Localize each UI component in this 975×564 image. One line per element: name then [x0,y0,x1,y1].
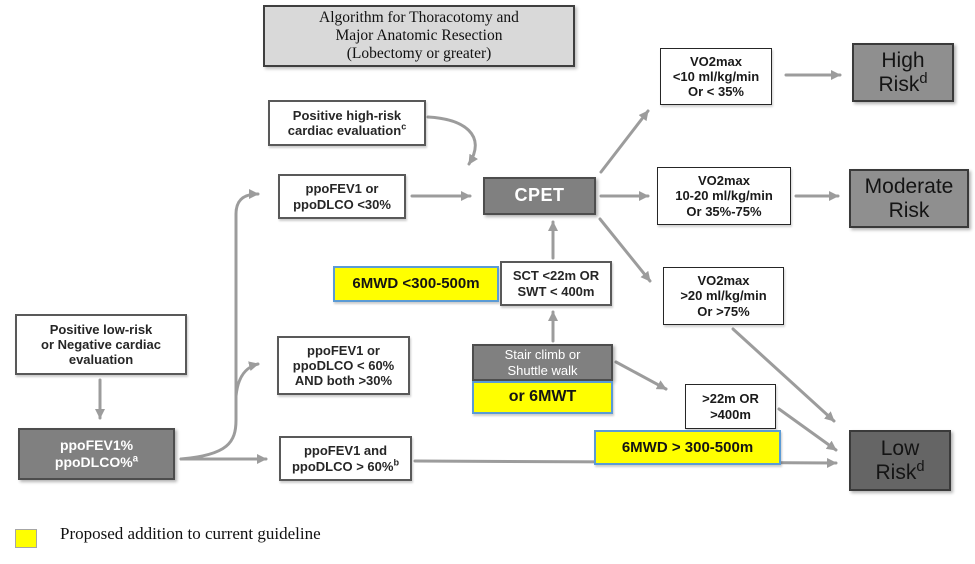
node-text: 6MWD <300-500m [352,275,480,293]
node-text: VO2max >20 ml/kg/min Or >75% [680,273,767,319]
node-sct-swt: SCT <22m OR SWT < 400m [500,261,612,306]
arrow-trunk-to-ppo6030 [234,361,260,398]
node-ppofev1-and-ppodlco-gt60: ppoFEV1 and ppoDLCO > 60%b [279,436,412,481]
footnote-sup-c: c [401,121,407,132]
node-text: Positive low-risk or Negative cardiac ev… [41,321,161,368]
node-text: VO2max 10-20 ml/kg/min Or 35%-75% [675,173,773,219]
node-ppofev1-or-ppodlco-lt60: ppoFEV1 or ppoDLCO < 60% AND both >30% [277,336,410,395]
node-positive-low-risk-cardiac: Positive low-risk or Negative cardiac ev… [15,314,187,375]
node-text: 6MWD > 300-500m [621,438,754,456]
footnote-sup-b: b [393,457,400,468]
arrow-m22-to-lowrisk [777,407,838,452]
arrow-cardiac-to-cpet [426,115,478,166]
node-6mwd-gt-300-500: 6MWD > 300-500m [594,430,781,465]
footnote-sup-d: d [919,70,928,87]
node-cpet: CPET [483,177,596,215]
footnote-sup-d2: d [916,458,925,475]
node-or-6mwt: or 6MWT [472,381,613,414]
arrow-cpet-to-vo2low [599,109,650,174]
arrow-stair-to-m22 [614,360,668,391]
node-text: >22m OR >400m [702,391,759,422]
diagram-title: Algorithm for Thoracotomy and Major Anat… [263,5,575,67]
node-stair-climb-shuttle-walk: Stair climb or Shuttle walk [472,344,613,381]
node-text: or 6MWT [508,388,577,406]
node-text: ppoFEV1% ppoDLCO% [54,437,134,470]
node-text: CPET [514,185,565,206]
node-gt22m-or-gt400m: >22m OR >400m [685,384,776,429]
node-text: Moderate Risk [864,175,954,222]
node-vo2max-10-20: VO2max 10-20 ml/kg/min Or 35%-75% [657,167,791,225]
node-text: Low Risk [875,437,920,484]
node-6mwd-lt-300-500: 6MWD <300-500m [333,266,499,302]
node-text: Stair climb or Shuttle walk [504,347,581,378]
node-vo2max-lt10: VO2max <10 ml/kg/min Or < 35% [660,48,772,105]
node-text: VO2max <10 ml/kg/min Or < 35% [672,53,760,100]
node-ppofev1-ppodlco-values: ppoFEV1% ppoDLCO%a [18,428,175,480]
node-ppofev1-or-ppodlco-lt30: ppoFEV1 or ppoDLCO <30% [278,174,406,219]
legend-label: Proposed addition to current guideline [60,524,321,543]
diagram-title-text: Algorithm for Thoracotomy and Major Anat… [319,8,519,63]
node-text: High Risk [878,49,925,96]
legend-yellow-swatch-icon [15,529,37,548]
node-positive-high-risk-cardiac: Positive high-risk cardiac evaluationc [268,100,426,146]
node-vo2max-gt20: VO2max >20 ml/kg/min Or >75% [663,267,784,325]
node-text: ppoFEV1 and ppoDLCO > 60% [291,443,394,474]
footnote-sup-a: a [132,453,139,465]
node-low-risk: Low Riskd [849,430,951,491]
node-moderate-risk: Moderate Risk [849,169,969,228]
node-text: Positive high-risk cardiac evaluation [287,107,402,138]
node-high-risk: High Riskd [852,43,954,102]
node-text: SCT <22m OR SWT < 400m [512,268,600,299]
node-text: ppoFEV1 or ppoDLCO <30% [293,181,391,212]
node-text: ppoFEV1 or ppoDLCO < 60% AND both >30% [292,342,395,389]
arrow-trunk-to-ppolt30 [179,189,260,461]
